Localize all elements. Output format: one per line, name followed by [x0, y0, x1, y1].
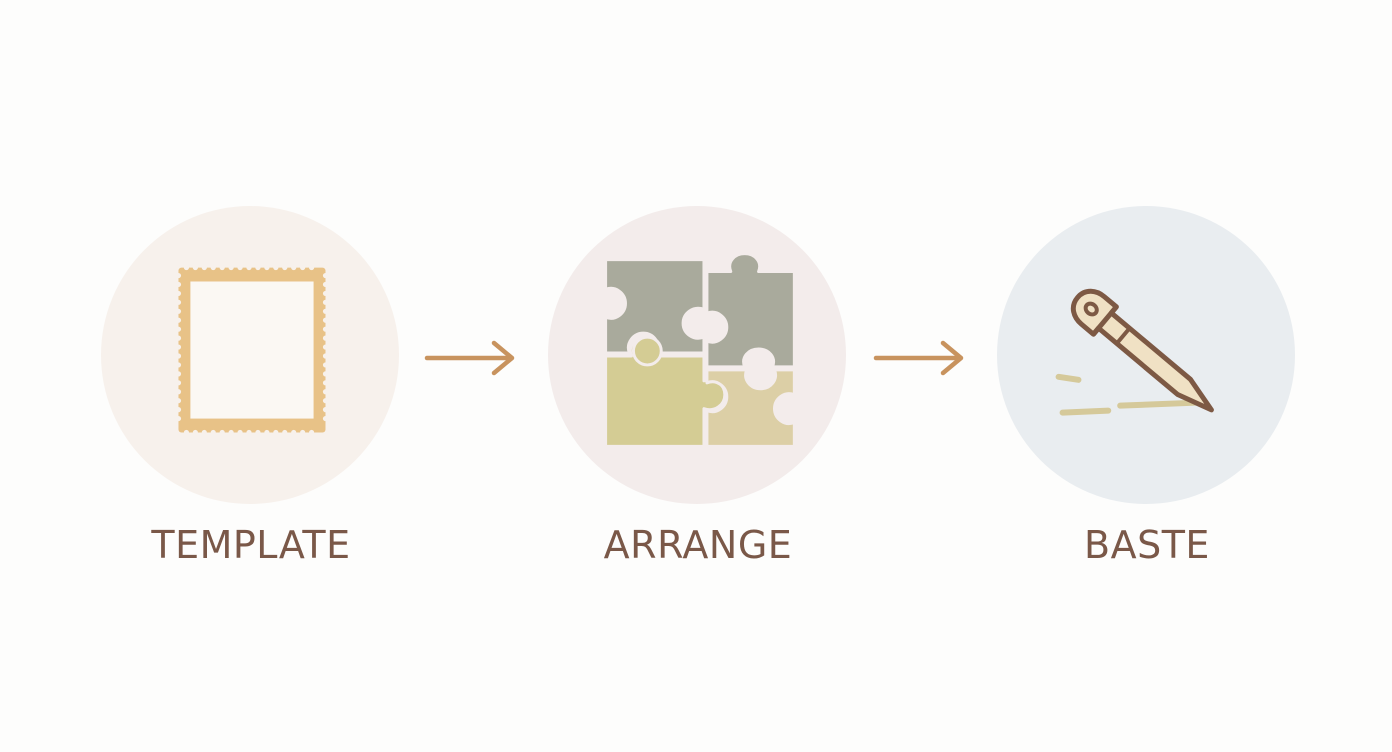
step-baste: BASTE [997, 206, 1297, 564]
needle-icon [1055, 288, 1214, 416]
arrow-right-icon [424, 340, 515, 376]
stamp-frame-icon [175, 265, 329, 436]
arrow-right-icon [873, 340, 964, 376]
step-label-baste: BASTE [1084, 523, 1210, 567]
step-label-arrange: ARRANGE [603, 523, 793, 567]
step-circle-template [101, 206, 399, 504]
step-label-template: TEMPLATE [151, 523, 351, 567]
step-template: TEMPLATE [101, 206, 401, 564]
puzzle-pieces-icon [604, 252, 796, 448]
step-circle-baste [997, 206, 1295, 504]
step-circle-arrange [548, 206, 846, 504]
step-arrange: ARRANGE [548, 206, 848, 564]
